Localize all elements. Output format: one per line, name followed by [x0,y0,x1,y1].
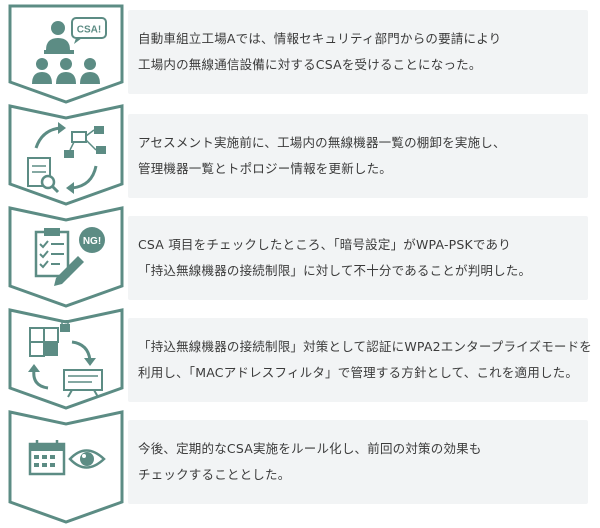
step-1-line-1: 自動車組立工場Aでは、情報セキュリティ部門からの要請により [138,31,502,46]
step-5-textbox: 今後、定期的なCSA実施をルール化し、前回の対策の効果も チェックすることとした… [128,420,588,504]
step-1-line-2: 工場内の無線通信設備に対するCSAを受けることになった。 [138,57,482,72]
policy-puzzle-icon [22,318,110,398]
step-3-textbox: CSA 項目をチェックしたところ、「暗号設定」がWPA-PSKであり 「持込無線… [128,216,588,300]
step-3: NG! CSA 項目をチェックしたところ、「暗号設定」がWPA-PSKであり 「… [0,206,600,308]
step-1-textbox: 自動車組立工場Aでは、情報セキュリティ部門からの要請により 工場内の無線通信設備… [128,10,588,94]
step-2-line-1: アセスメント実施前に、工場内の無線機器一覧の棚卸を実施し、 [138,135,506,150]
step-4-line-2: 利用し、「MACアドレスフィルタ」で管理する方針として、これを適用した。 [138,365,579,380]
step-4: 「持込無線機器の接続制限」対策として認証にWPA2エンタープライズモードを 利用… [0,308,600,410]
step-2: アセスメント実施前に、工場内の無線機器一覧の棚卸を実施し、 管理機器一覧とトポロ… [0,104,600,206]
step-1: CSA! 自動車組立工場Aでは、情報セキュリティ部門からの要請により 工場内の無… [0,4,600,104]
step-5-line-1: 今後、定期的なCSA実施をルール化し、前回の対策の効果も [138,441,482,456]
step-5: 今後、定期的なCSA実施をルール化し、前回の対策の効果も チェックすることとした… [0,410,600,526]
step-4-textbox: 「持込無線機器の接続制限」対策として認証にWPA2エンタープライズモードを 利用… [128,318,593,402]
checklist-ng-icon: NG! [22,220,110,298]
step-2-textbox: アセスメント実施前に、工場内の無線機器一覧の棚卸を実施し、 管理機器一覧とトポロ… [128,114,588,198]
step-4-line-1: 「持込無線機器の接続制限」対策として認証にWPA2エンタープライズモードを [138,339,593,354]
network-inventory-icon [22,118,110,196]
step-3-line-1: CSA 項目をチェックしたところ、「暗号設定」がWPA-PSKであり [138,237,511,252]
ng-badge-text: NG! [83,236,101,247]
presenter-icon: CSA! [22,14,110,92]
step-2-line-2: 管理機器一覧とトポロジー情報を更新した。 [138,161,393,176]
step-3-line-2: 「持込無線機器の接続制限」に対して不十分であることが判明した。 [138,263,532,278]
step-5-line-2: チェックすることとした。 [138,467,291,482]
calendar-eye-icon [22,426,110,504]
step-5-chevron [8,410,124,524]
csa-badge-text: CSA! [77,25,101,36]
